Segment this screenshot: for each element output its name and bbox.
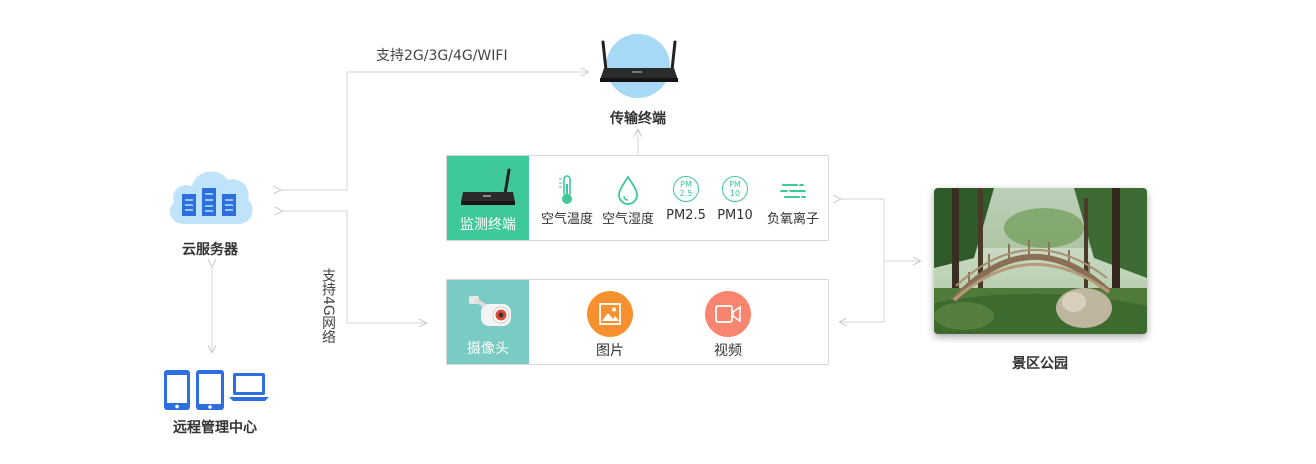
transmission-circle <box>606 34 670 98</box>
sensor-label: 空气温度 <box>540 212 593 227</box>
cloud-server-node <box>164 162 256 232</box>
cloud-server-label: 云服务器 <box>182 242 238 258</box>
camera-panel: 摄像头 图片 视频 <box>446 279 829 365</box>
pm10-icon: PM 10 <box>722 176 748 202</box>
sensor-label: 空气湿度 <box>601 212 654 227</box>
park-bridge-image <box>934 188 1147 334</box>
video-icon <box>705 291 751 337</box>
monitor-panel: 监测终端 空气温度 空气湿度 PM 2.5 PM2.5 PM 10 PM <box>446 155 829 241</box>
image-label: 图片 <box>596 343 624 359</box>
remote-label: 远程管理中心 <box>173 420 257 436</box>
pm25-icon: PM 2.5 <box>673 176 699 202</box>
edge-cloud-camera <box>282 211 426 323</box>
edge-park-monitor <box>840 199 885 322</box>
sensor-label: PM10 <box>717 208 753 223</box>
image-icon <box>587 291 633 337</box>
edge-cloud-transmission <box>280 72 588 190</box>
devices-icon <box>164 370 269 410</box>
cloud-server-icon <box>169 171 253 224</box>
monitor-router-icon <box>461 168 515 205</box>
camera-icon <box>469 296 511 326</box>
video-label: 视频 <box>714 343 742 359</box>
park-photo <box>934 188 1147 334</box>
wind-icon <box>780 184 806 198</box>
camera-panel-head: 摄像头 <box>447 280 529 364</box>
edge-label-side: 支持4G网络 <box>320 268 336 344</box>
pm10-icon-text-b: 10 <box>729 189 741 198</box>
transmission-label: 传输终端 <box>610 111 666 127</box>
edge-label-top: 支持2G/3G/4G/WIFI <box>376 48 508 64</box>
park-label: 景区公园 <box>1012 356 1068 372</box>
remote-devices <box>163 368 273 412</box>
monitor-panel-title: 监测终端 <box>460 217 516 233</box>
sensor-label: PM2.5 <box>666 208 706 223</box>
pm25-icon-text-b: 2.5 <box>679 189 693 198</box>
pm25-icon-text-a: PM <box>680 180 692 189</box>
monitor-panel-head: 监测终端 <box>447 156 529 240</box>
sensor-label: 负氧离子 <box>766 212 819 227</box>
camera-panel-title: 摄像头 <box>467 341 509 357</box>
router-icon <box>600 40 678 82</box>
water-drop-icon <box>618 175 638 205</box>
thermometer-icon <box>559 175 572 204</box>
pm10-icon-text-a: PM <box>729 180 741 189</box>
